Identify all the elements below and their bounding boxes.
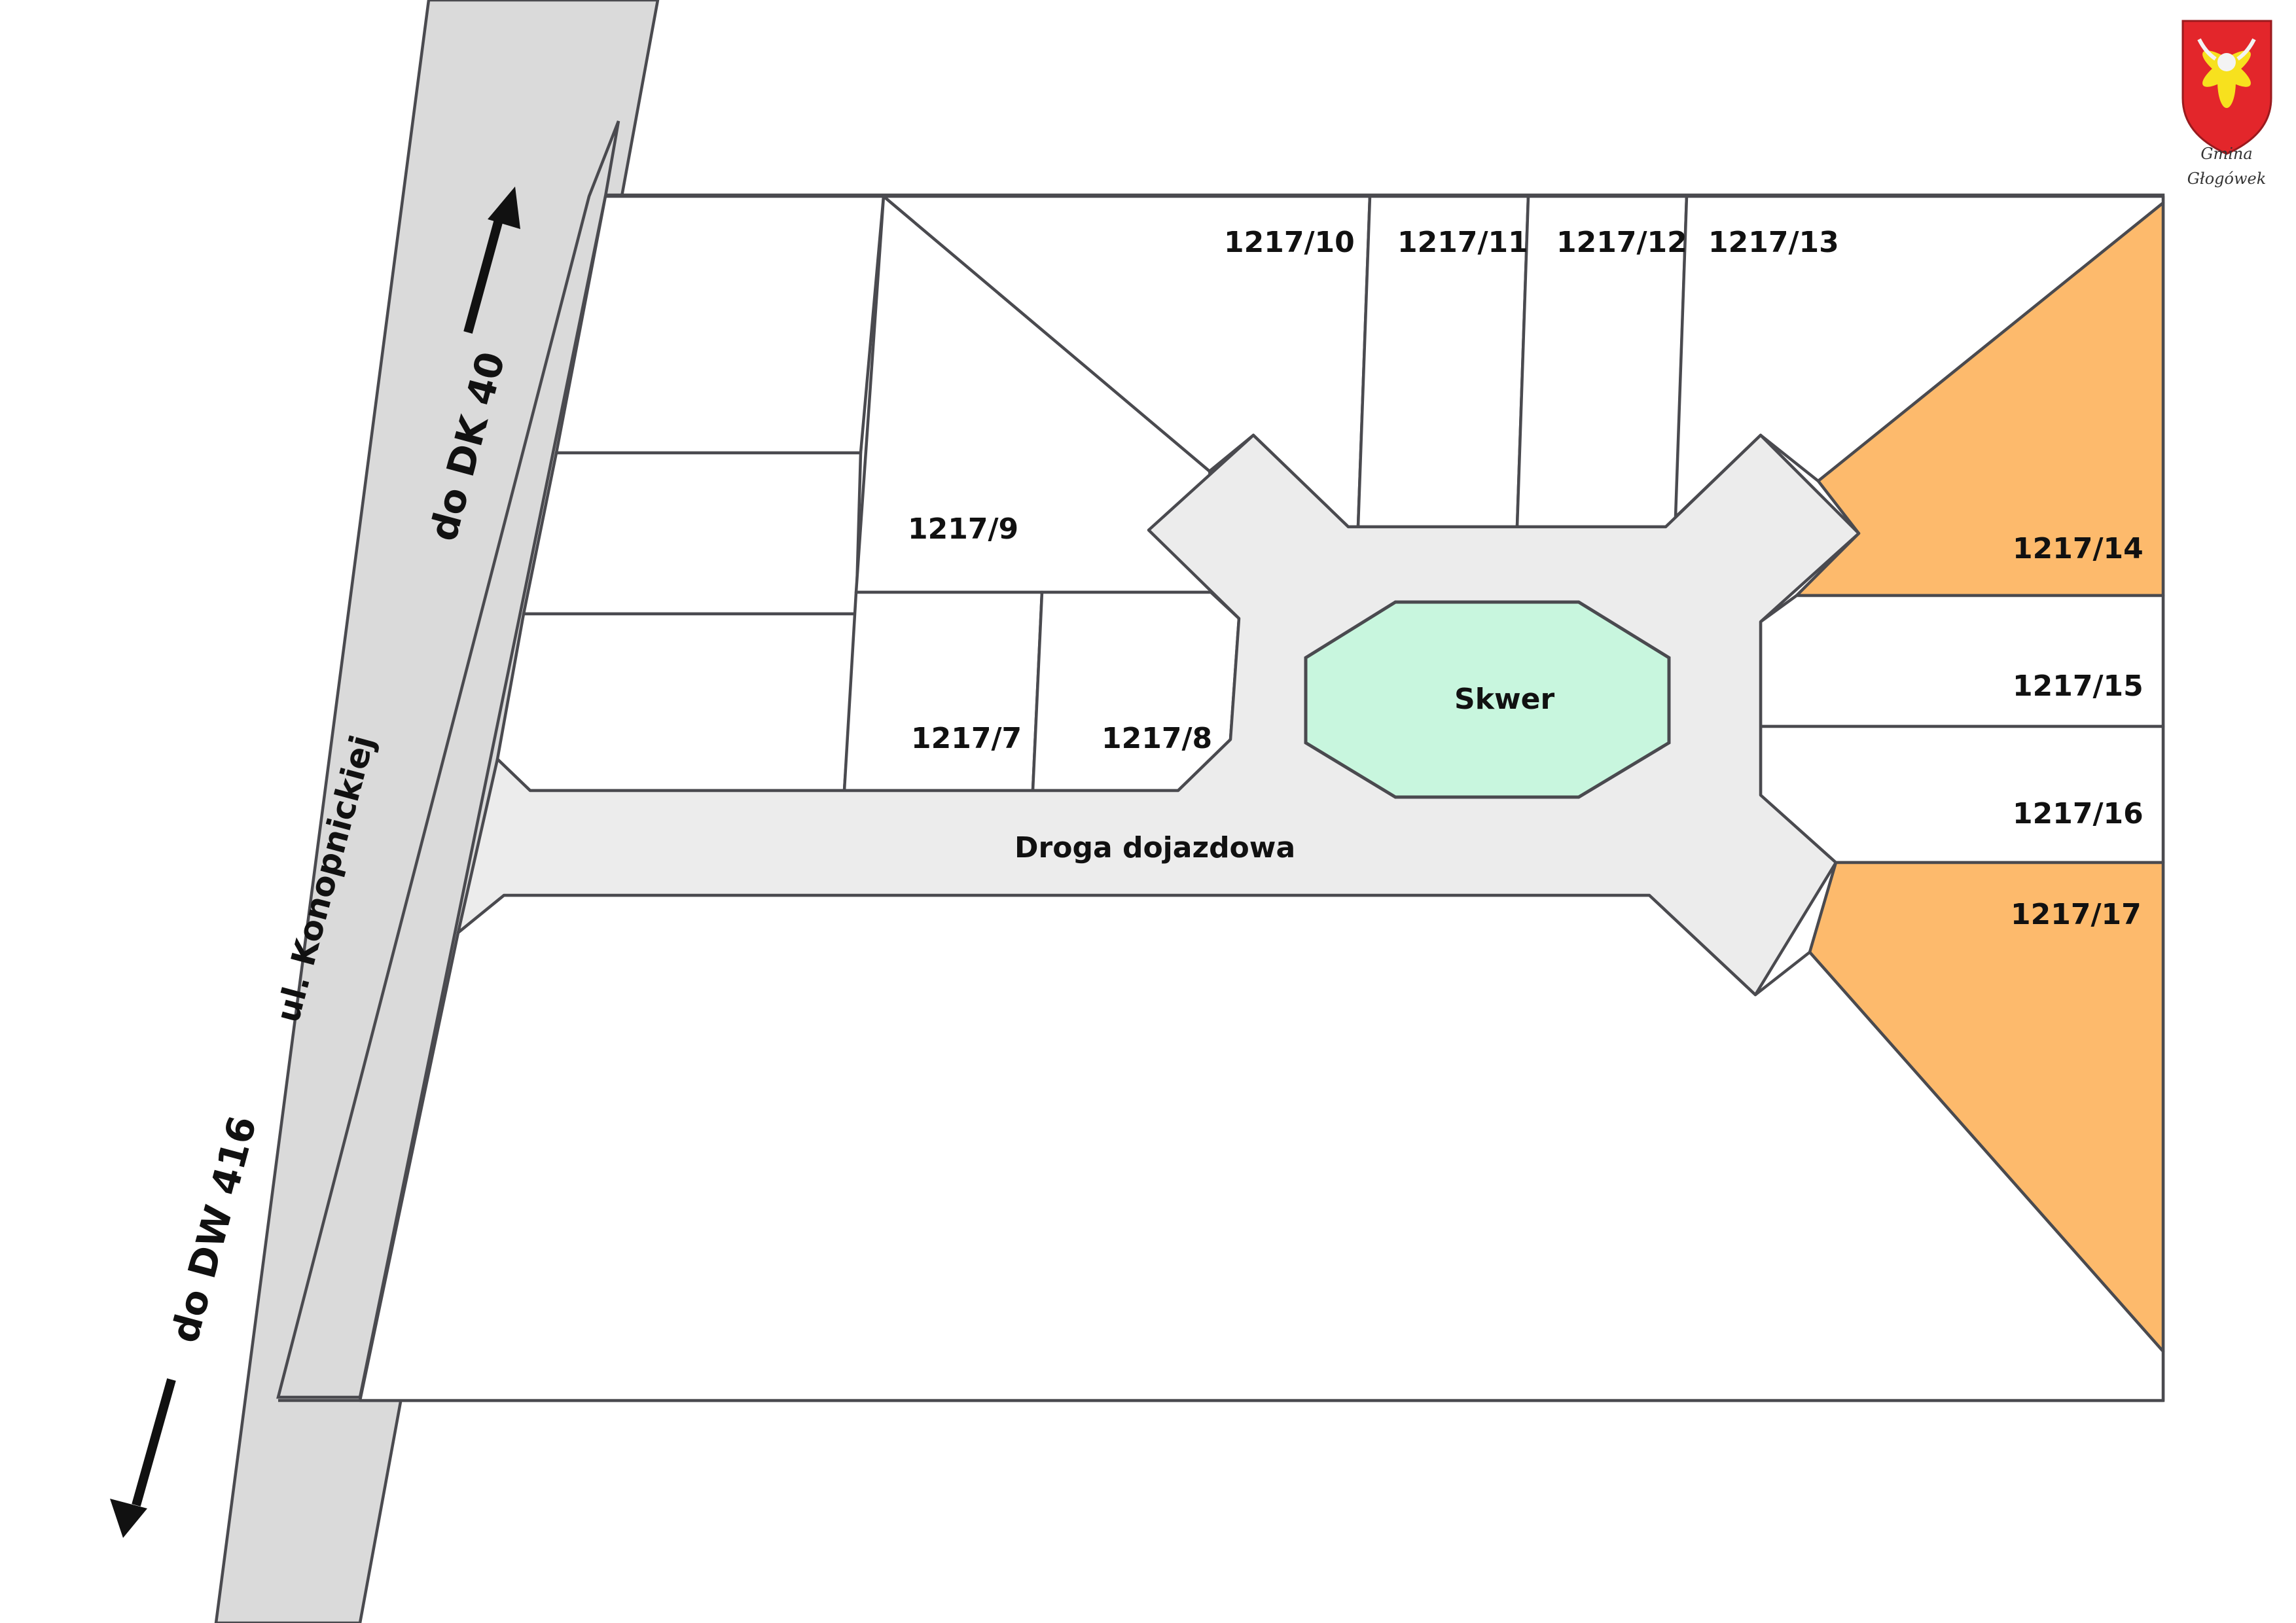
plot-1217-14	[1795, 201, 2165, 597]
access-road	[456, 433, 1861, 997]
arrow-south-icon	[110, 1378, 176, 1538]
plot-1217-15	[1759, 594, 2165, 728]
label-plot-1217-14: 1217/14	[2013, 532, 2144, 565]
road-shoulder	[276, 120, 620, 1399]
label-direction-south: do DW 416	[162, 1111, 266, 1347]
label-plot-1217-16: 1217/16	[2013, 797, 2144, 830]
label-plot-1217-7: 1217/7	[911, 722, 1022, 755]
label-plot-1217-8: 1217/8	[1102, 722, 1212, 755]
crest-text-glogowek: Głogówek	[2187, 169, 2267, 188]
plot-1217-7	[842, 590, 1044, 793]
crest-logo	[2181, 20, 2272, 155]
label-plot-1217-12: 1217/12	[1556, 226, 1687, 259]
plot-left-2	[522, 451, 863, 616]
label-plot-1217-11: 1217/11	[1397, 226, 1528, 259]
label-plot-1217-9: 1217/9	[908, 512, 1018, 546]
arrow-north-icon	[463, 187, 520, 334]
crest-text-gmina: Gmina	[2200, 145, 2252, 163]
label-square: Skwer	[1454, 683, 1554, 716]
plot-left-3	[495, 612, 858, 793]
square-skwer	[1304, 600, 1671, 799]
plot-left-1	[554, 194, 886, 455]
label-access-road: Droga dojazdowa	[1014, 831, 1295, 865]
label-plot-1217-13: 1217/13	[1708, 226, 1839, 259]
plot-1217-16	[1759, 724, 2165, 865]
label-plot-1217-15: 1217/15	[2013, 669, 2144, 703]
label-plot-1217-10: 1217/10	[1224, 226, 1355, 259]
label-plot-1217-17: 1217/17	[2011, 898, 2142, 931]
